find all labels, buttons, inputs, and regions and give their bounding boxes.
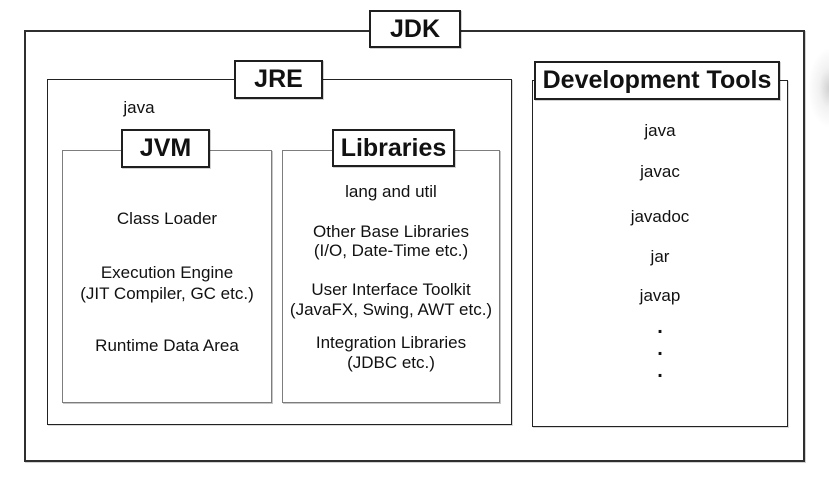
libraries-entry-lang-util: lang and util xyxy=(345,182,437,201)
libraries-entry-integration: Integration Libraries (JDBC etc.) xyxy=(278,333,504,373)
libraries-entry-integration-line2: (JDBC etc.) xyxy=(347,353,435,372)
dev-tool-java: java xyxy=(644,121,676,140)
jvm-entry-execution-engine: Execution Engine (JIT Compiler, GC etc.) xyxy=(56,262,278,304)
dev-tools-ellipsis-dot-1: . xyxy=(657,316,663,338)
jre-java-note: java xyxy=(123,98,155,117)
jvm-entry-class-loader: Class Loader xyxy=(116,209,218,228)
edge-shadow-artifact xyxy=(808,48,829,128)
libraries-entry-ui-toolkit-line2: (JavaFX, Swing, AWT etc.) xyxy=(289,300,493,319)
jdk-label: JDK xyxy=(369,10,461,48)
dev-tool-javap: javap xyxy=(639,286,681,305)
jvm-label-text: JVM xyxy=(139,134,192,162)
jvm-entry-execution-engine-line2: (JIT Compiler, GC etc.) xyxy=(80,284,254,303)
development-tools-label: Development Tools xyxy=(534,61,780,100)
libraries-entry-other-base-line2: (I/O, Date-Time etc.) xyxy=(313,241,469,260)
jre-label-text: JRE xyxy=(254,65,303,93)
libraries-label: Libraries xyxy=(332,129,455,167)
dev-tools-ellipsis-dot-3: . xyxy=(657,360,663,382)
libraries-entry-integration-line1: Integration Libraries xyxy=(315,333,467,352)
libraries-container-box xyxy=(282,150,500,403)
dev-tool-javadoc: javadoc xyxy=(630,207,690,226)
development-tools-label-text: Development Tools xyxy=(542,66,772,94)
libraries-entry-ui-toolkit-line1: User Interface Toolkit xyxy=(311,280,471,299)
dev-tools-ellipsis-dot-2: . xyxy=(657,338,663,360)
jre-label: JRE xyxy=(234,60,323,99)
jdk-label-text: JDK xyxy=(389,14,440,43)
jvm-entry-runtime-data-area: Runtime Data Area xyxy=(95,336,239,355)
libraries-entry-ui-toolkit: User Interface Toolkit (JavaFX, Swing, A… xyxy=(274,280,508,320)
dev-tool-jar: jar xyxy=(650,247,670,266)
libraries-entry-other-base-line1: Other Base Libraries xyxy=(313,222,469,241)
libraries-entry-other-base: Other Base Libraries (I/O, Date-Time etc… xyxy=(278,222,504,260)
jvm-label: JVM xyxy=(121,129,210,168)
development-tools-container-box xyxy=(532,80,788,427)
jvm-container-box xyxy=(62,150,272,403)
dev-tool-javac: javac xyxy=(640,162,680,181)
libraries-label-text: Libraries xyxy=(340,133,447,162)
jvm-entry-execution-engine-line1: Execution Engine xyxy=(100,263,234,282)
